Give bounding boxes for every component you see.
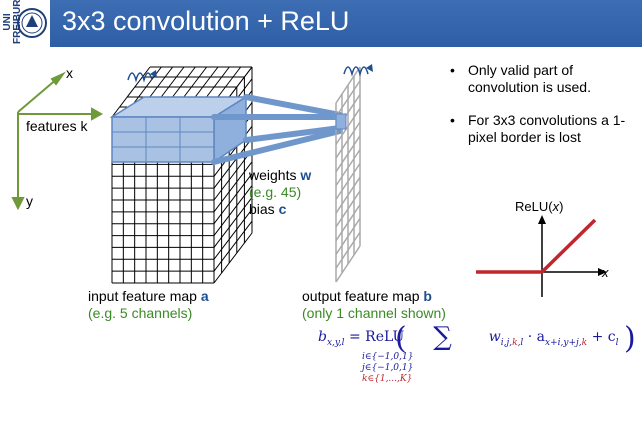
relu-curve (476, 218, 597, 274)
y-axis-label: y (26, 193, 33, 209)
input-caption: input feature map a (88, 288, 209, 304)
features-axis-arrow-icon (91, 107, 104, 121)
bias-label: bias c (249, 201, 287, 217)
weights-example: (e.g. 45) (249, 184, 302, 200)
relu-formula: bx,y,l = ReLU ∑ wi,j,k,l · ax+i,y+j,k + … (318, 322, 619, 352)
output-caption: output feature map b (302, 288, 432, 304)
svg-text:): ) (624, 321, 636, 356)
y-arrow-icon (538, 215, 546, 224)
input-caption-example: (e.g. 5 channels) (88, 305, 193, 321)
weights-label: weights w (249, 167, 312, 183)
x-axis-line (17, 77, 59, 113)
features-axis-label: features k (26, 118, 88, 134)
y-axis-arrow-icon (11, 197, 25, 211)
university-logo: UNI FREIBURG (0, 0, 50, 47)
bullet-item: Only valid part of convolution is used. (446, 62, 636, 96)
relu-x-label: x (602, 265, 609, 280)
x-axis-label: x (66, 65, 73, 81)
relu-plot (476, 215, 607, 297)
kernel-connections (211, 94, 343, 165)
page-title: 3x3 convolution + ReLU (62, 6, 350, 36)
output-caption-example: (only 1 channel shown) (302, 305, 446, 321)
axis-system (11, 71, 104, 211)
svg-text:(: ( (395, 321, 407, 356)
relu-title: ReLU(x) (515, 199, 564, 214)
x-axis-arrow-icon (50, 71, 66, 86)
rotation-arrow-icon (343, 66, 369, 77)
output-feature-map (335, 66, 361, 283)
seal-icon (17, 8, 47, 38)
x-arrow-icon (598, 268, 607, 276)
bullet-item: For 3x3 convolutions a 1-pixel border is… (446, 112, 636, 146)
title-bar: UNI FREIBURG 3x3 convolution + ReLU (0, 0, 642, 47)
output-pixel-highlight (335, 113, 347, 130)
bullet-list: Only valid part of convolution is used. … (446, 62, 636, 162)
rotation-arrow-icon (127, 72, 153, 83)
rotation-arrows (127, 64, 373, 83)
sum-conditions: i∈{−1,0,1} j∈{−1,0,1} k∈{1,...,K} (362, 352, 414, 384)
kernel-highlight (109, 95, 249, 164)
